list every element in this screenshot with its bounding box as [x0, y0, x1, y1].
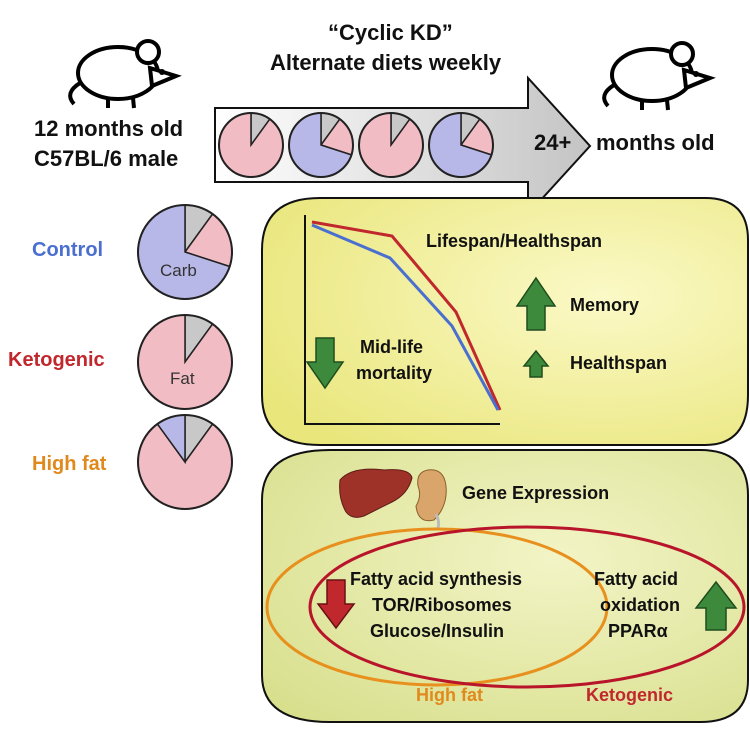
pie-chart-icon-control: [137, 204, 233, 300]
start-age-label: 12 months old: [34, 116, 184, 141]
mouse-icon-right: [602, 41, 716, 111]
lifespan-panel: [261, 197, 749, 446]
diet-label-high-fat: High fat: [32, 453, 107, 475]
up-arrow-icon-healthspan: [522, 349, 550, 378]
gene-center-line3: Glucose/Insulin: [370, 621, 505, 641]
liver-icon: [339, 468, 413, 518]
ellipse-ketogenic: [308, 525, 746, 689]
diet-label-control: Control: [32, 239, 104, 261]
venn-label-ketogenic: Ketogenic: [586, 685, 674, 705]
lifespan-title: Lifespan/Healthspan: [426, 231, 603, 251]
strain-label: C57BL/6 male: [34, 146, 179, 171]
healthspan-label: Healthspan: [570, 353, 668, 373]
gene-expression-panel: [261, 449, 749, 723]
mortality-line2: mortality: [356, 363, 433, 383]
up-arrow-icon-oxidation: [694, 580, 738, 631]
diet-label-ketogenic: Ketogenic: [8, 349, 105, 371]
gene-center-line2: TOR/Ribosomes: [372, 595, 512, 615]
diet-pies: [137, 204, 233, 510]
survival-axes: [304, 215, 500, 425]
pie-chart-icon-week-4: [428, 112, 494, 178]
gene-center-line1: Fatty acid synthesis: [350, 569, 523, 589]
up-arrow-icon-memory: [515, 276, 557, 331]
arrow-pies: [218, 112, 494, 178]
pie-chart-icon-ketogenic: [137, 314, 233, 410]
survival-curve-control: [311, 223, 500, 411]
gene-right-line3: PPARα: [608, 621, 668, 641]
pie-chart-icon-high-fat: [137, 414, 233, 510]
gene-expression-title: Gene Expression: [462, 483, 610, 503]
down-arrow-icon-synthesis: [316, 579, 356, 630]
down-arrow-icon-mortality: [305, 337, 345, 390]
alternate-diets-subtitle: Alternate diets weekly: [270, 50, 502, 75]
end-age-label: months old: [596, 130, 715, 155]
kidney-icon: [415, 469, 447, 529]
end-age-number: 24+: [534, 130, 572, 155]
pie-chart-icon-week-2: [288, 112, 354, 178]
pie-chart-icon-week-1: [218, 112, 284, 178]
pie-label-carb: Carb: [160, 261, 197, 280]
pie-chart-icon-week-3: [358, 112, 424, 178]
mouse-icon-left: [68, 39, 182, 109]
gene-right-line2: oxidation: [600, 595, 680, 615]
mortality-line1: Mid-life: [360, 337, 423, 357]
cyclic-kd-title: “Cyclic KD”: [328, 20, 453, 45]
ellipse-high-fat: [265, 527, 609, 687]
memory-label: Memory: [570, 295, 640, 315]
gene-right-line1: Fatty acid: [594, 569, 679, 589]
pie-label-fat: Fat: [170, 369, 195, 388]
survival-curve-ketogenic: [311, 220, 502, 411]
venn-label-high-fat: High fat: [416, 685, 483, 705]
